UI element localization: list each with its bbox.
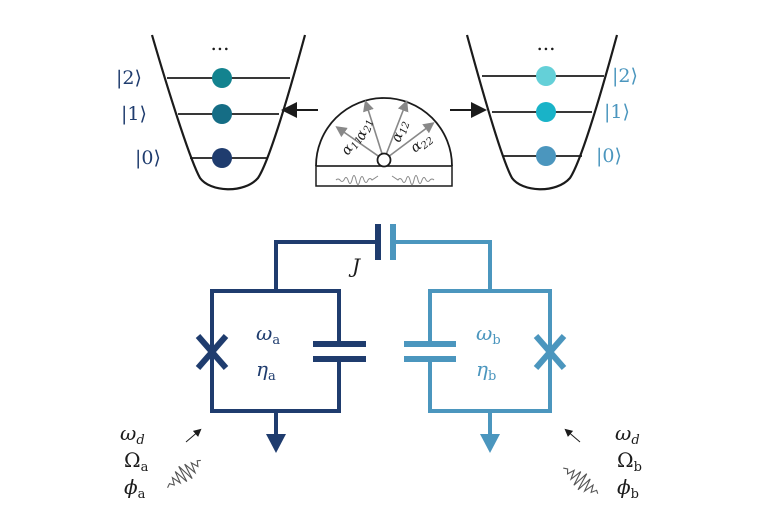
right-well-ellipsis: ... bbox=[536, 31, 555, 55]
qubit-a-circuit: ωa ηa bbox=[195, 289, 366, 453]
left-ket-1: |1⟩ bbox=[121, 103, 147, 125]
right-level-2-dot bbox=[536, 66, 556, 86]
dial-box bbox=[315, 165, 453, 187]
dial-semicircle bbox=[315, 97, 453, 167]
coupling-label-J: J bbox=[348, 254, 361, 278]
vector-alpha11 bbox=[335, 126, 385, 161]
drive-b-amplitude: Ωb bbox=[617, 448, 642, 475]
right-ket-1: |1⟩ bbox=[604, 101, 630, 123]
qubit-a-anharmonicity: ηa bbox=[256, 357, 276, 384]
drive-b-frequency: ωd bbox=[615, 421, 640, 448]
qubit-b-loop bbox=[428, 289, 552, 413]
drive-b-arrow bbox=[564, 428, 581, 443]
drive-a-amplitude: Ωa bbox=[124, 448, 149, 475]
drive-b: ωd Ωb ϕb bbox=[563, 421, 642, 502]
label-alpha22: α22 bbox=[408, 130, 437, 158]
qubit-a-loop bbox=[210, 289, 341, 413]
right-energy-well: ... |2⟩ |1⟩ |0⟩ bbox=[465, 31, 638, 191]
drive-a-arrow bbox=[185, 428, 202, 443]
label-alpha21: α21 bbox=[353, 116, 377, 143]
qubit-b-frequency: ωb bbox=[476, 321, 501, 348]
left-level-2-dot bbox=[212, 68, 232, 88]
qubit-b-junction-stroke2 bbox=[533, 334, 567, 370]
left-well-ellipsis: ... bbox=[210, 31, 229, 55]
left-ket-0: |0⟩ bbox=[135, 147, 161, 169]
qubit-a-ground-arrow bbox=[266, 434, 286, 453]
drive-a-wavepacket bbox=[167, 459, 201, 488]
dial-wavepacket-right bbox=[391, 175, 435, 185]
label-alpha12: α12 bbox=[389, 118, 413, 145]
drive-b-phase: ϕb bbox=[617, 475, 639, 502]
vector-alpha21 bbox=[363, 99, 385, 161]
dial-wavepacket-left bbox=[335, 175, 379, 185]
coupler-wire-right bbox=[395, 240, 492, 291]
qubit-b-cap-gap bbox=[426, 344, 436, 359]
right-well-curve bbox=[465, 34, 619, 191]
qubit-b-ground-arrow bbox=[480, 434, 500, 453]
vector-alpha12 bbox=[383, 100, 409, 161]
coupler-wire-left bbox=[274, 240, 376, 291]
right-ket-2: |2⟩ bbox=[612, 65, 638, 87]
qubit-a-frequency: ωa bbox=[256, 321, 280, 348]
drive-a-phase: ϕa bbox=[124, 475, 146, 502]
vector-alpha22 bbox=[383, 122, 435, 161]
right-level-0-dot bbox=[536, 146, 556, 166]
left-ket-2: |2⟩ bbox=[116, 67, 142, 89]
qubit-a-junction-stroke2 bbox=[195, 334, 229, 370]
right-ket-0: |0⟩ bbox=[596, 145, 622, 167]
right-level-1-dot bbox=[536, 102, 556, 122]
left-energy-well: ... |2⟩ |1⟩ |0⟩ bbox=[116, 31, 307, 191]
drive-a: ωd Ωa ϕa bbox=[120, 421, 202, 502]
coupling-capacitor: J bbox=[274, 224, 492, 291]
left-level-0-dot bbox=[212, 148, 232, 168]
qubit-b-circuit: ωb ηb bbox=[404, 289, 567, 453]
qubit-a-cap-gap bbox=[335, 344, 345, 359]
mixing-angle-dial: α11 α21 α12 α22 bbox=[281, 97, 487, 187]
left-level-1-dot bbox=[212, 104, 232, 124]
dial-pivot bbox=[376, 152, 392, 168]
qubit-b-anharmonicity: ηb bbox=[476, 357, 496, 384]
drive-b-wavepacket bbox=[563, 467, 599, 494]
drive-a-frequency: ωd bbox=[120, 421, 145, 448]
